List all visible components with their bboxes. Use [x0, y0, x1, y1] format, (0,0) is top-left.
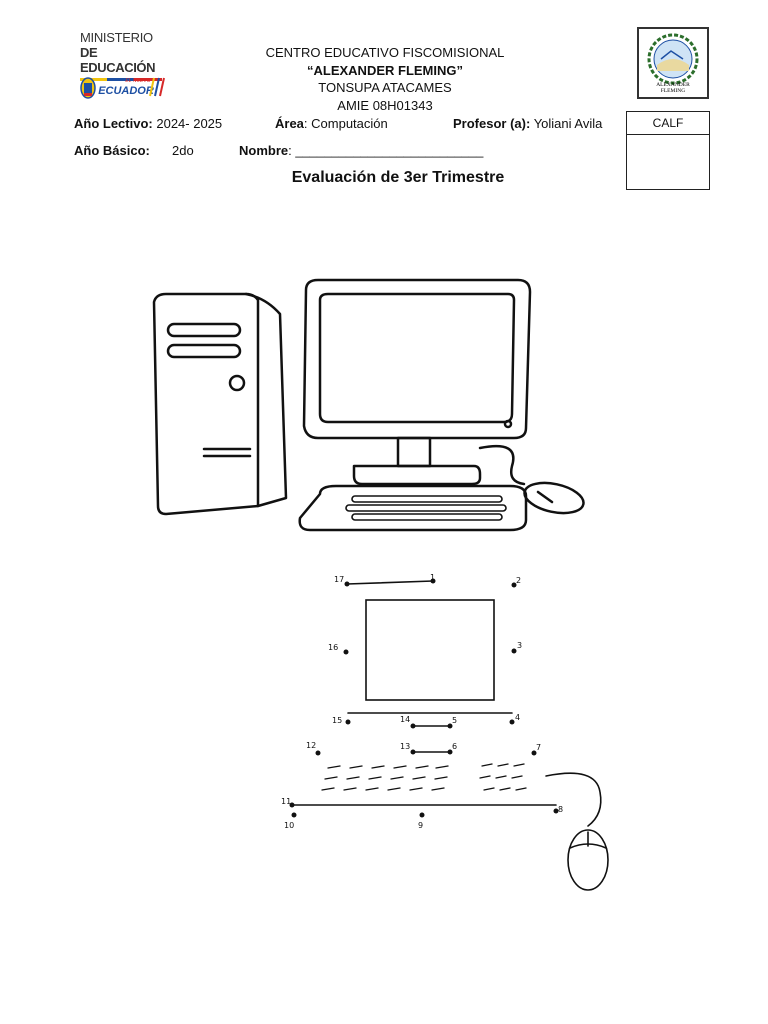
computer-illustration	[152, 278, 585, 532]
grade-label-wrap: Año Básico:	[74, 143, 150, 158]
student-name-field: : __________________________	[288, 143, 484, 158]
coat-of-arms-icon	[80, 77, 96, 99]
dot-number-2: 2	[516, 576, 521, 585]
dot-number-3: 3	[517, 641, 522, 650]
school-year-label: Año Lectivo:	[74, 116, 153, 131]
school-logo: ALEXANDER FLEMING	[637, 27, 709, 99]
ministry-line2: DE EDUCACIÓN	[80, 45, 156, 75]
dot-number-10: 10	[284, 821, 294, 830]
ecuador-logo: EL NUEVO ECUADOR	[80, 77, 165, 99]
dot-number-16: 16	[328, 643, 338, 652]
dot-number-8: 8	[558, 805, 563, 814]
grade-value: 2do	[172, 143, 194, 158]
dot-number-5: 5	[452, 716, 457, 725]
dot-number-1: 1	[430, 573, 435, 582]
dot-number-11: 11	[281, 797, 291, 806]
school-location: TONSUPA ATACAMES	[318, 80, 452, 95]
student-name-label: Nombre	[239, 143, 289, 158]
mouse-icon	[523, 481, 585, 515]
subject-area-label: Área	[275, 116, 304, 131]
ministry-color-bar	[80, 78, 162, 81]
ministry-line1: MINISTERIO	[80, 30, 153, 45]
school-amie: AMIE 08H01343	[337, 98, 433, 113]
dots-mouse-icon	[567, 829, 609, 891]
dot-number-4: 4	[515, 713, 520, 722]
dot-number-12: 12	[306, 741, 316, 750]
teacher: Profesor (a): Yoliani Avila	[453, 116, 602, 131]
ecuador-tagline: EL NUEVO	[125, 78, 150, 84]
school-logo-text2: FLEMING	[661, 88, 685, 94]
subject-area-value: : Computación	[303, 116, 388, 131]
grade-box: CALF	[626, 111, 710, 190]
dot-number-17: 17	[334, 575, 344, 584]
school-crest-icon: ALEXANDER FLEMING	[647, 33, 699, 94]
school-name: “ALEXANDER FLEMING”	[307, 63, 463, 78]
evaluation-title: Evaluación de 3er Trimestre	[291, 169, 505, 186]
school-year-value: 2024- 2025	[156, 116, 223, 131]
computer-tower-icon	[152, 292, 288, 516]
connect-dots-activity: 1 2 3 4 5 6 7 8 9 10 11 12 13 14 15 16 1…	[281, 573, 609, 891]
dot-number-14: 14	[400, 715, 410, 724]
dot-number-13: 13	[400, 742, 410, 751]
subject-area: Área: Computación	[275, 116, 388, 131]
dot-number-9: 9	[418, 821, 423, 830]
grade-box-label: CALF	[627, 112, 709, 135]
dots-monitor-screen	[365, 599, 495, 701]
dots-keyboard-keys	[321, 763, 527, 791]
school-year: Año Lectivo: 2024- 2025	[74, 116, 222, 131]
monitor-icon	[302, 278, 532, 486]
ecuador-stripes-icon	[149, 77, 165, 97]
dot-number-15: 15	[332, 716, 342, 725]
school-logo-text1: ALEXANDER	[656, 82, 690, 88]
dot-number-7: 7	[536, 743, 541, 752]
dot-number-6: 6	[452, 742, 457, 751]
school-type: CENTRO EDUCATIVO FISCOMISIONAL	[265, 45, 505, 60]
grade-label: Año Básico:	[74, 143, 150, 158]
ecuador-word: ECUADOR	[98, 85, 154, 97]
teacher-value: Yoliani Avila	[533, 116, 603, 131]
student-name: Nombre: __________________________	[239, 143, 483, 158]
keyboard-icon	[298, 484, 528, 532]
teacher-label: Profesor (a):	[453, 116, 531, 131]
ministry-logo: MINISTERIO DE EDUCACIÓN	[80, 30, 175, 81]
